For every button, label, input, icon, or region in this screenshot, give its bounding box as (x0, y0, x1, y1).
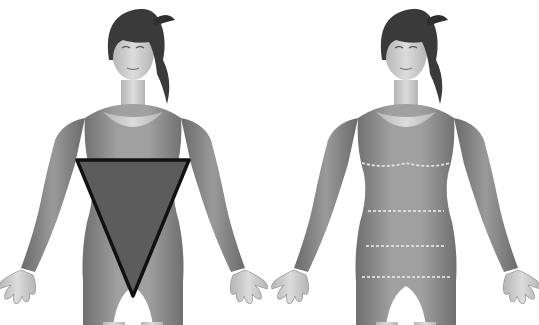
figure-left (0, 9, 268, 325)
figure-right (272, 9, 539, 325)
